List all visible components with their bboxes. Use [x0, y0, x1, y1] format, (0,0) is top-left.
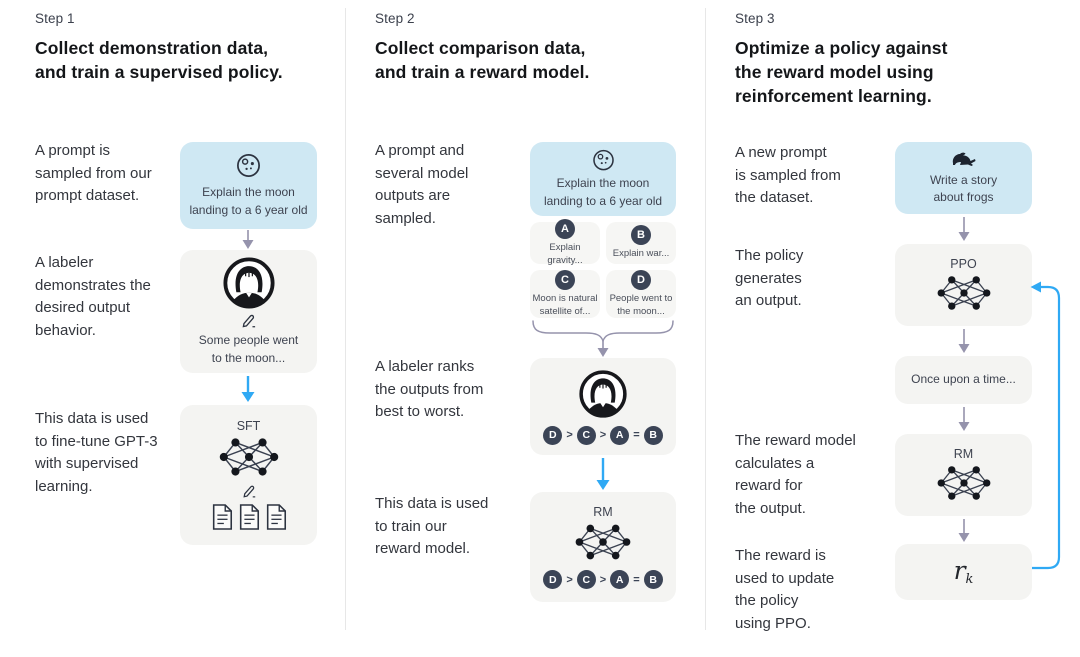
- step-title: Collect comparison data, and train a rew…: [375, 38, 590, 83]
- rank-letter-badge: C: [576, 425, 596, 445]
- ppo-policy-box: PPO: [895, 244, 1032, 326]
- annotation: A new prompt is sampled from the dataset…: [735, 144, 841, 206]
- neural-network-icon: [219, 438, 278, 476]
- output-option-a: A Explain gravity...: [530, 218, 600, 266]
- output-option-d: D People went to the moon...: [606, 269, 676, 318]
- flow-arrow-icon: [958, 329, 970, 353]
- rank-separator: >: [599, 429, 607, 441]
- labeler-ranking-box: D > C > A = B: [530, 358, 676, 455]
- feedback-loop-arrow-icon: [1030, 281, 1061, 570]
- annotation: A prompt and several model outputs are s…: [375, 142, 469, 227]
- option-text: Moon is natural satellite of...: [532, 292, 598, 317]
- step-label: Step 3: [735, 11, 775, 26]
- prompt-box: Write a story about frogs: [895, 142, 1032, 214]
- moon-icon: [237, 154, 260, 178]
- neural-network-icon: [575, 524, 631, 560]
- column-divider: [705, 8, 706, 630]
- document-icon: [266, 504, 286, 530]
- documents-row: [210, 503, 288, 531]
- output-option-b: B Explain war...: [606, 222, 676, 264]
- model-label: SFT: [236, 419, 261, 433]
- model-label: RM: [953, 447, 974, 461]
- step-title: Optimize a policy against the reward mod…: [735, 38, 948, 107]
- prompt-text: Explain the moon landing to a 6 year old: [543, 176, 663, 208]
- document-icon: [239, 504, 259, 530]
- rank-separator: =: [633, 573, 640, 586]
- reward-value-box: rk: [895, 544, 1032, 600]
- option-letter-badge: C: [555, 269, 575, 290]
- ranking-row: D > C > A = B: [543, 570, 663, 589]
- output-text: Once upon a time...: [911, 372, 1016, 387]
- neural-network-icon: [937, 466, 990, 500]
- column-divider: [345, 8, 346, 630]
- flow-arrow-icon: [958, 519, 970, 542]
- rank-separator: >: [566, 573, 573, 586]
- rank-separator: =: [633, 429, 640, 441]
- annotation: This data is used to fine-tune GPT-3 wit…: [35, 410, 158, 495]
- rank-letter-badge: A: [610, 425, 630, 445]
- reward-model-box: RM D > C > A =: [530, 492, 676, 602]
- option-letter-badge: A: [555, 218, 575, 239]
- rank-letter-badge: C: [576, 570, 596, 589]
- step-label: Step 1: [35, 11, 75, 26]
- demonstration-text: Some people went to the moon...: [198, 333, 299, 365]
- flow-arrow-icon: [597, 340, 609, 357]
- annotation: The policy generates an output.: [735, 247, 804, 309]
- prompt-box: Explain the moon landing to a 6 year old: [180, 142, 317, 229]
- pencil-icon: [242, 485, 255, 498]
- reward-symbol: rk: [953, 556, 974, 588]
- moon-icon: [592, 149, 614, 171]
- option-text: Explain war...: [612, 248, 670, 260]
- step-label: Step 2: [375, 11, 415, 26]
- document-icon: [212, 504, 232, 530]
- prompt-text: Write a story about frogs: [929, 172, 998, 204]
- option-text: Explain gravity...: [547, 241, 583, 266]
- flow-arrow-icon: [958, 407, 970, 431]
- prompt-text: Explain the moon landing to a 6 year old: [189, 185, 308, 217]
- labeler-avatar-icon: [222, 257, 275, 309]
- rank-letter-badge: B: [643, 425, 663, 445]
- output-option-c: C Moon is natural satellite of...: [530, 269, 600, 318]
- rank-letter-badge: D: [543, 570, 563, 589]
- rank-letter-badge: D: [543, 425, 563, 445]
- annotation: This data is used to train our reward mo…: [375, 495, 489, 557]
- model-label: PPO: [950, 257, 977, 271]
- rank-letter-badge: B: [643, 570, 663, 589]
- train-arrow-icon: [596, 458, 610, 490]
- policy-output-box: Once upon a time...: [895, 356, 1032, 404]
- train-arrow-icon: [241, 376, 255, 402]
- labeler-demo-box: Some people went to the moon...: [180, 250, 317, 373]
- model-label: RM: [593, 505, 613, 519]
- ranking-row: D > C > A = B: [543, 425, 663, 445]
- rank-separator: >: [599, 573, 607, 586]
- rank-letter-badge: A: [610, 570, 630, 589]
- annotation: A labeler ranks the outputs from best to…: [375, 358, 484, 420]
- pencil-icon: [242, 314, 256, 328]
- flow-arrow-icon: [242, 230, 254, 249]
- annotation: A prompt is sampled from our prompt data…: [35, 142, 152, 204]
- frog-icon: [952, 152, 975, 166]
- flow-arrow-icon: [958, 217, 970, 241]
- sft-model-box: SFT: [180, 405, 317, 545]
- annotation: The reward is used to update the policy …: [735, 547, 835, 632]
- option-letter-badge: B: [631, 225, 651, 246]
- neural-network-icon: [937, 276, 990, 310]
- annotation: A labeler demonstrates the desired outpu…: [35, 254, 151, 339]
- prompt-box: Explain the moon landing to a 6 year old: [530, 142, 676, 216]
- rank-separator: >: [566, 429, 573, 441]
- option-text: People went to the moon...: [609, 292, 673, 317]
- labeler-avatar-icon: [579, 369, 627, 418]
- annotation: The reward model calculates a reward for…: [735, 432, 856, 517]
- step-title: Collect demonstration data, and train a …: [35, 38, 283, 83]
- reward-model-box: RM: [895, 434, 1032, 516]
- option-letter-badge: D: [631, 269, 651, 290]
